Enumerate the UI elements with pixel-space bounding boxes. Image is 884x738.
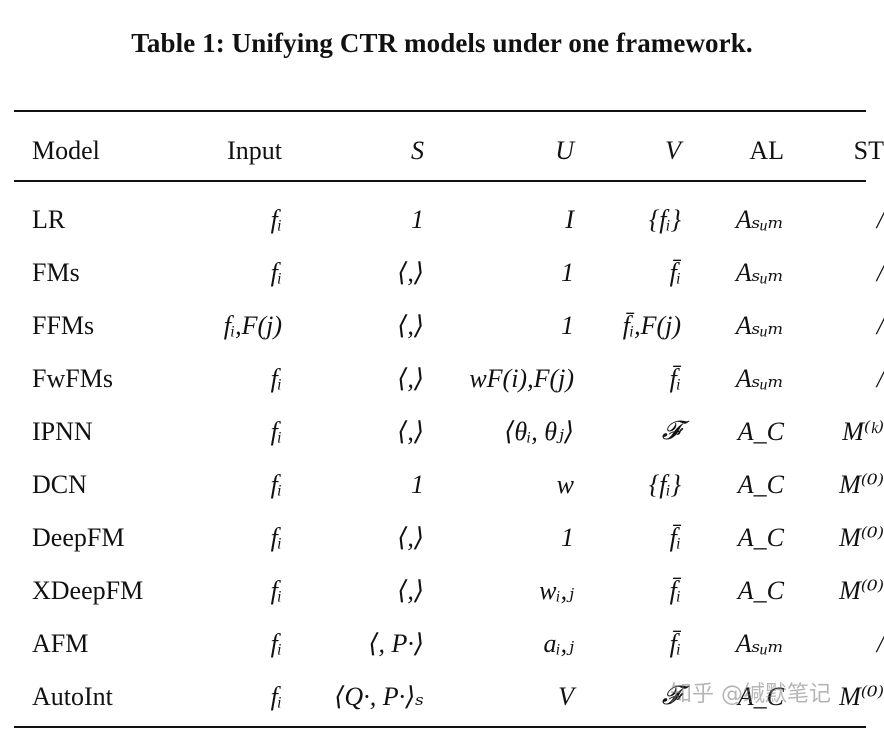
table-row: FwFMs fᵢ ⟨,⟩ wF(i),F(j) f̄ᵢ Aₛᵤₘ / [14, 352, 884, 405]
header-rule [14, 180, 866, 182]
cell-s: 1 [411, 469, 424, 499]
cell-st: / [876, 363, 884, 393]
table-row: FFMs fᵢ,F(j) ⟨,⟩ 1 f̄ᵢ,F(j) Aₛᵤₘ / [14, 299, 884, 352]
cell-st: M⁽⁰⁾ [839, 575, 884, 605]
cell-v: f̄ᵢ [669, 628, 681, 658]
cell-v: f̄ᵢ [669, 522, 681, 552]
cell-input: fᵢ [270, 469, 282, 499]
cell-input: fᵢ [270, 575, 282, 605]
cell-st: / [876, 204, 884, 234]
col-header-v: V [665, 136, 681, 165]
cell-input: fᵢ [270, 257, 282, 287]
cell-s: ⟨,⟩ [397, 257, 424, 287]
cell-s: ⟨,⟩ [397, 522, 424, 552]
cell-v: f̄ᵢ [669, 363, 681, 393]
cell-al: A_C [737, 469, 784, 499]
cell-al: A_C [737, 522, 784, 552]
cell-model: AutoInt [32, 681, 113, 711]
cell-u: V [558, 681, 574, 711]
cell-s: ⟨Q·, P·⟩ₛ [334, 681, 424, 711]
table-header: Model Input S U V AL ST [14, 127, 884, 175]
cell-u: wF(i),F(j) [469, 363, 574, 393]
col-header-u: U [555, 136, 574, 165]
bottom-rule [14, 726, 866, 728]
table-caption: Table 1: Unifying CTR models under one f… [131, 28, 753, 58]
cell-s: ⟨,⟩ [397, 310, 424, 340]
cell-input: fᵢ [270, 204, 282, 234]
cell-al: Aₛᵤₘ [735, 628, 784, 658]
cell-model: DCN [32, 469, 87, 499]
cell-u: aᵢ,ⱼ [543, 628, 574, 658]
cell-model: IPNN [32, 416, 93, 446]
top-rule [14, 110, 866, 112]
cell-al: Aₛᵤₘ [735, 363, 784, 393]
cell-s: 1 [411, 204, 424, 234]
cell-model: FMs [32, 257, 80, 287]
cell-s: ⟨, P·⟩ [368, 628, 424, 658]
cell-model: FFMs [32, 310, 95, 340]
cell-u: I [565, 204, 574, 234]
cell-model: DeepFM [32, 522, 125, 552]
cell-u: 1 [561, 310, 574, 340]
cell-al: Aₛᵤₘ [735, 310, 784, 340]
watermark: 知乎 @缄默笔记 [670, 682, 831, 707]
cell-u: 1 [561, 522, 574, 552]
cell-input: fᵢ [270, 363, 282, 393]
col-header-al: AL [749, 136, 784, 165]
table-row: IPNN fᵢ ⟨,⟩ ⟨θᵢ, θⱼ⟩ 𝓕 A_C M⁽ᵏ⁾ [14, 405, 884, 458]
cell-s: ⟨,⟩ [397, 363, 424, 393]
cell-s: ⟨,⟩ [397, 575, 424, 605]
cell-al: A_C [737, 681, 784, 711]
table-row: DCN fᵢ 1 w {fᵢ} A_C M⁽⁰⁾ [14, 458, 884, 511]
cell-input: fᵢ [270, 628, 282, 658]
cell-st: M⁽ᵏ⁾ [842, 416, 884, 446]
cell-input: fᵢ [270, 522, 282, 552]
cell-v: f̄ᵢ [669, 257, 681, 287]
cell-st: / [876, 628, 884, 658]
col-header-st: ST [853, 136, 884, 165]
cell-u: ⟨θᵢ, θⱼ⟩ [504, 416, 574, 446]
cell-s: ⟨,⟩ [397, 416, 424, 446]
cell-u: 1 [561, 257, 574, 287]
cell-model: LR [32, 204, 66, 234]
cell-al: Aₛᵤₘ [735, 257, 784, 287]
table-row: AFM fᵢ ⟨, P·⟩ aᵢ,ⱼ f̄ᵢ Aₛᵤₘ / [14, 617, 884, 670]
cell-model: AFM [32, 628, 89, 658]
cell-input: fᵢ [270, 416, 282, 446]
cell-v: 𝓕 [661, 416, 681, 445]
cell-st: / [876, 310, 884, 340]
cell-v: {fᵢ} [648, 204, 681, 234]
cell-st: / [876, 257, 884, 287]
cell-st: M⁽⁰⁾ [839, 469, 884, 499]
cell-v: f̄ᵢ [669, 575, 681, 605]
cell-v: f̄ᵢ,F(j) [622, 310, 681, 340]
table-row: FMs fᵢ ⟨,⟩ 1 f̄ᵢ Aₛᵤₘ / [14, 246, 884, 299]
table-row: AutoInt fᵢ ⟨Q·, P·⟩ₛ V 𝓕 A_C M⁽⁰⁾ [14, 670, 884, 723]
col-header-model: Model [32, 136, 100, 165]
table-row: DeepFM fᵢ ⟨,⟩ 1 f̄ᵢ A_C M⁽⁰⁾ [14, 511, 884, 564]
cell-model: XDeepFM [32, 575, 144, 605]
cell-al: A_C [737, 575, 784, 605]
cell-v: {fᵢ} [648, 469, 681, 499]
cell-input: fᵢ [270, 681, 282, 711]
table-row: XDeepFM fᵢ ⟨,⟩ wᵢ,ⱼ f̄ᵢ A_C M⁽⁰⁾ [14, 564, 884, 617]
col-header-s: S [411, 136, 424, 165]
cell-st: M⁽⁰⁾ [839, 681, 884, 711]
cell-v: 𝓕 [661, 681, 681, 710]
col-header-input: Input [227, 136, 282, 165]
cell-model: FwFMs [32, 363, 113, 393]
cell-al: A_C [737, 416, 784, 446]
cell-input: fᵢ,F(j) [223, 310, 282, 340]
cell-al: Aₛᵤₘ [735, 204, 784, 234]
table-row: LR fᵢ 1 I {fᵢ} Aₛᵤₘ / [14, 193, 884, 246]
cell-st: M⁽⁰⁾ [839, 522, 884, 552]
cell-u: wᵢ,ⱼ [539, 575, 574, 605]
cell-u: w [556, 469, 574, 499]
